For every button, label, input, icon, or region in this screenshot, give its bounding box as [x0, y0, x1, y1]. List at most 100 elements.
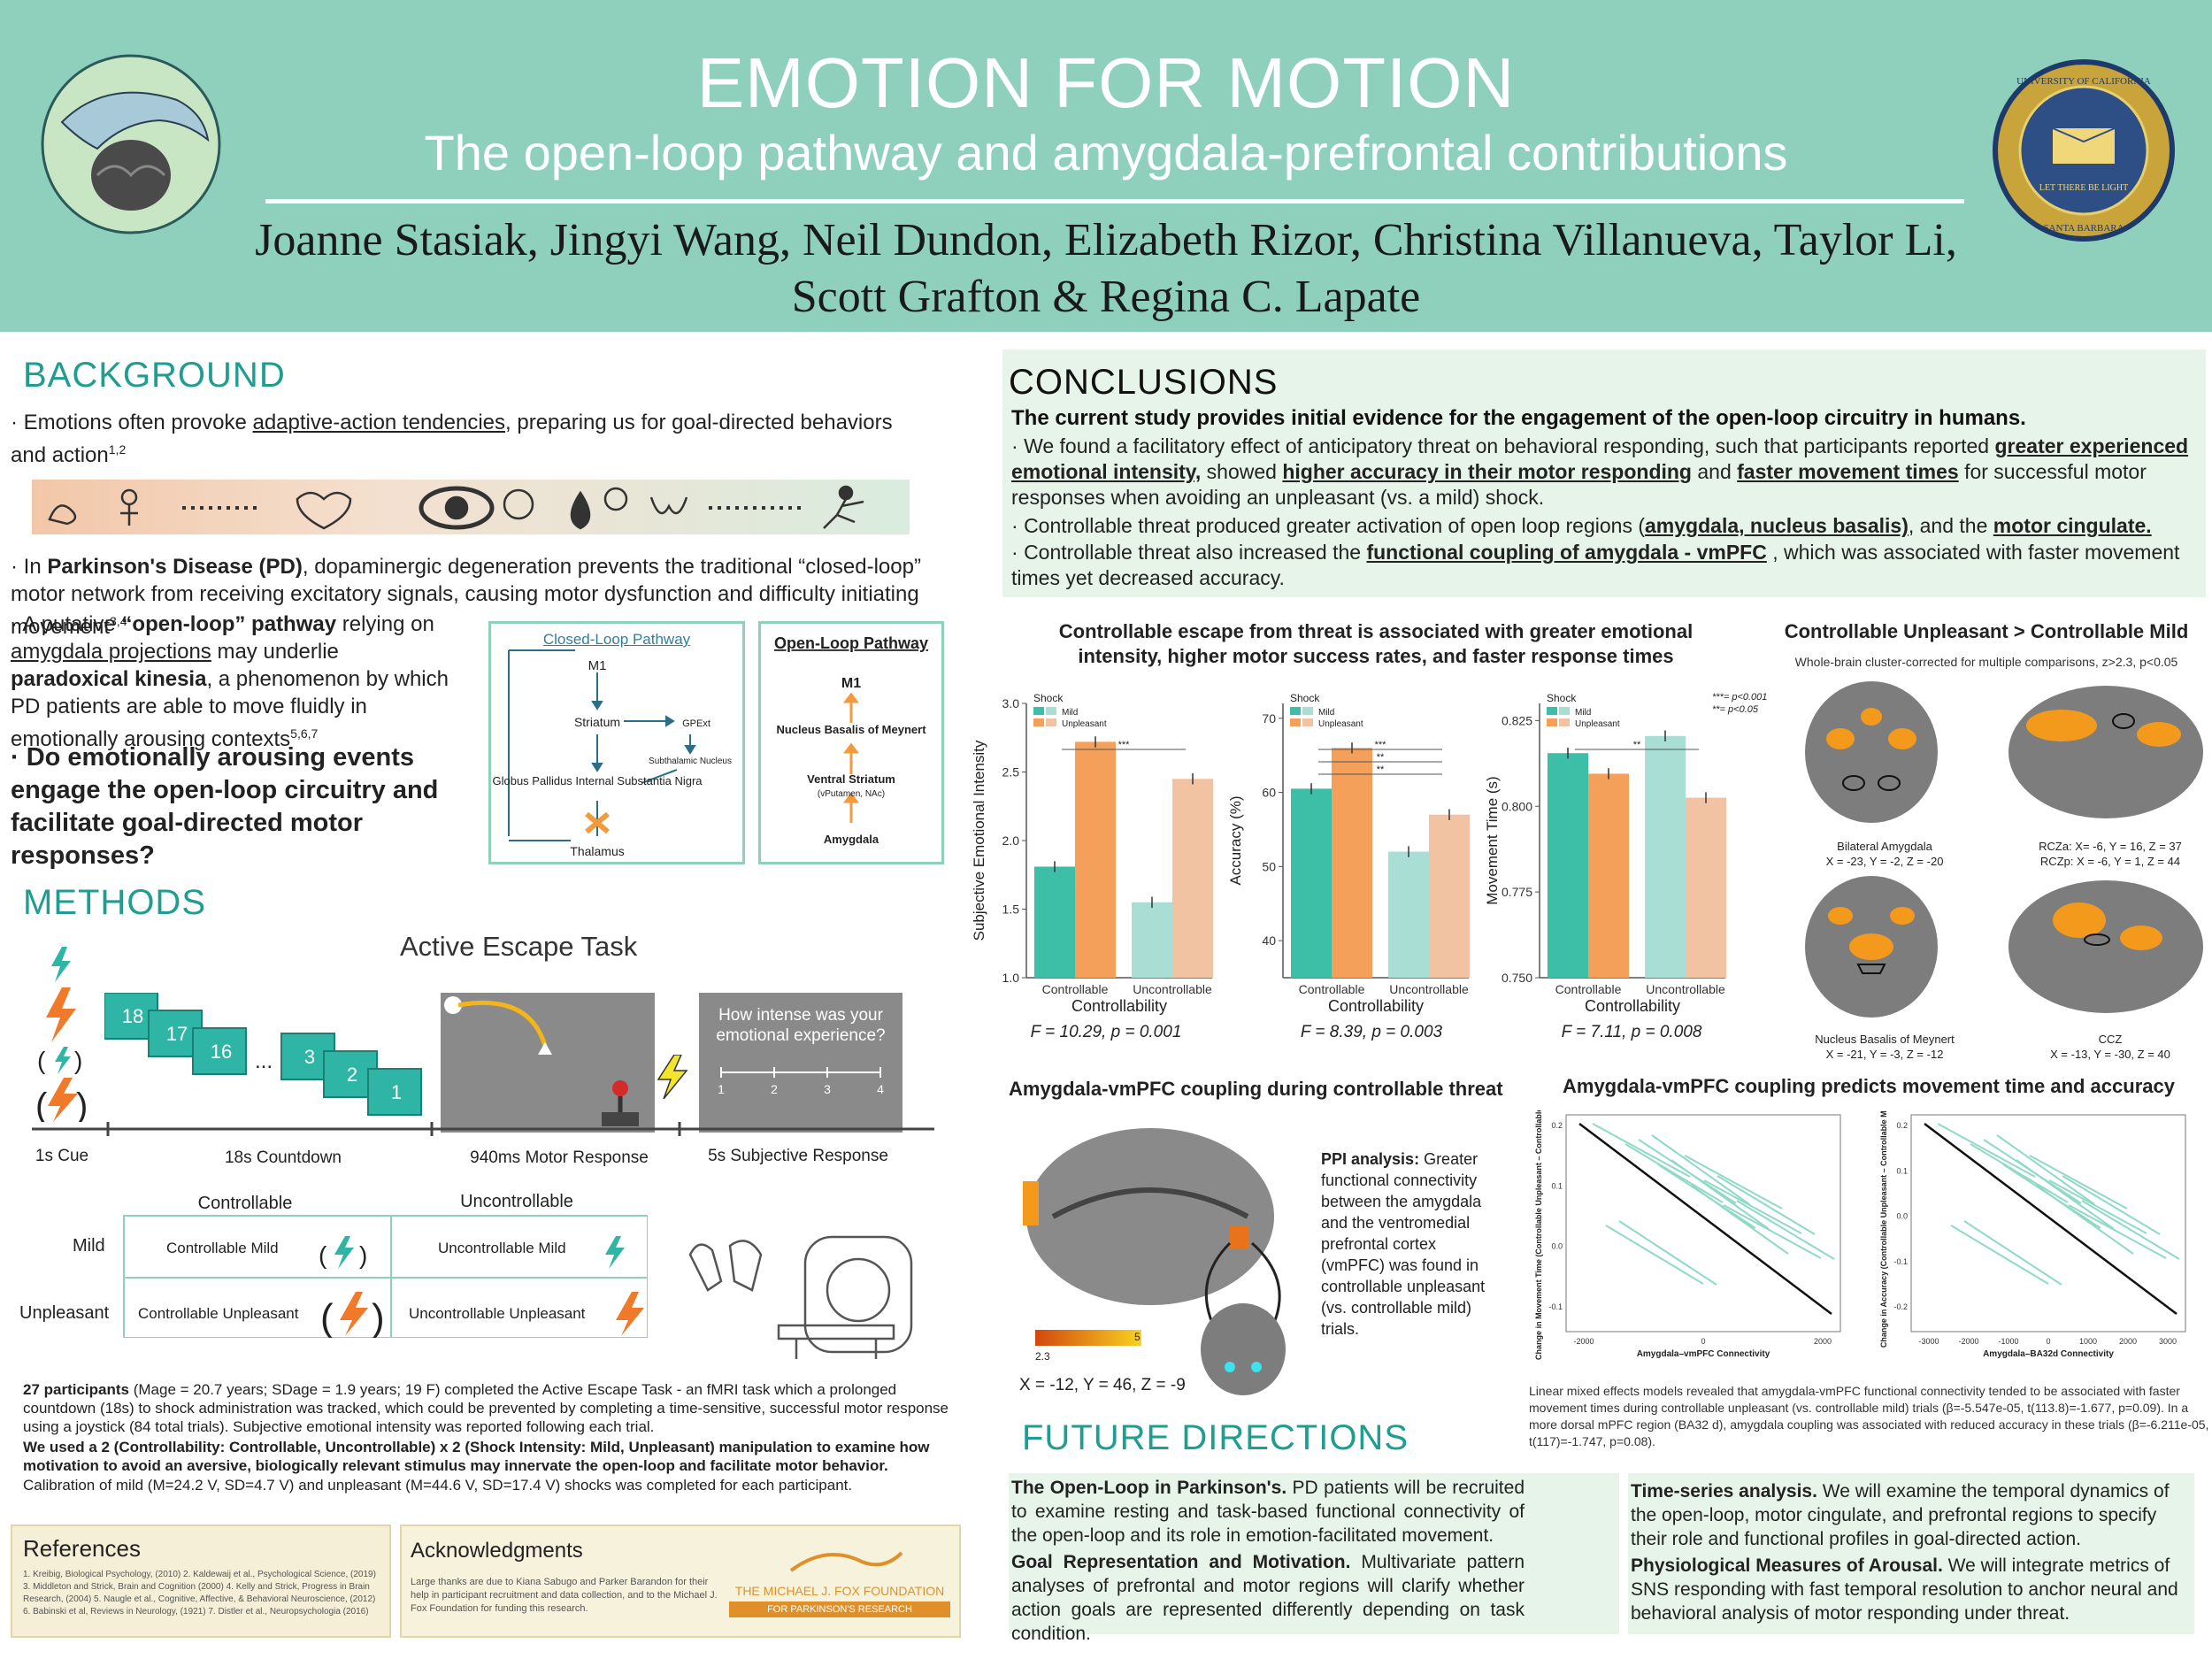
mjff-logo: THE MICHAEL J. FOX FOUNDATION FOR PARKIN…	[729, 1544, 950, 1632]
svg-text:Thalamus: Thalamus	[570, 844, 624, 858]
intensity-question: How intense was your emotional experienc…	[716, 1006, 886, 1045]
participant-slope	[1651, 1134, 1750, 1205]
conclusions-lead: The current study provides initial evide…	[1011, 406, 2026, 430]
legend-swatch-mild	[1290, 707, 1301, 715]
future-box-left	[1009, 1473, 1619, 1634]
bar-mild-controllable	[1291, 788, 1332, 978]
significance-marker: **	[1377, 764, 1385, 775]
x-axis-label: Controllability	[1585, 997, 1680, 1015]
svg-text:Mild: Mild	[73, 1236, 105, 1256]
svg-text:): )	[74, 1047, 82, 1074]
legend-swatch-mild	[1302, 707, 1313, 715]
svg-text:1: 1	[391, 1081, 402, 1103]
ppi-title: Amygdala-vmPFC coupling during controlla…	[1009, 1078, 1503, 1100]
legend-swatch-mild	[1033, 707, 1044, 715]
group-regression-line	[1924, 1123, 2177, 1315]
participant-slope	[1671, 1159, 1770, 1230]
poster-title: EMOTION FOR MOTION	[696, 43, 1516, 122]
background-bullet-2: · In Parkinson's Disease (PD), dopaminer…	[11, 555, 921, 639]
y-tick-label: 3.0	[1002, 696, 1020, 710]
header-divider	[265, 199, 1964, 204]
participant-slope	[1996, 1134, 2095, 1205]
y-tick-label: 50	[1262, 859, 1276, 873]
bar-mild-controllable	[1548, 753, 1588, 978]
x-axis-label: Controllability	[1328, 997, 1424, 1015]
svg-text:): )	[359, 1241, 367, 1269]
future-box-right	[1628, 1473, 2194, 1634]
x-tick-label: -1000	[1998, 1337, 2018, 1346]
y-tick-label: 0.1	[1896, 1166, 1908, 1175]
x-tick-label: 1000	[2079, 1337, 2097, 1346]
ppi-brain: 2.3 5	[1018, 1110, 1301, 1402]
participant-slope	[2016, 1159, 2115, 1230]
svg-text:): )	[372, 1296, 385, 1338]
background-bullet-1: · Emotions often provoke adaptive-action…	[11, 411, 893, 467]
future-2: Goal Representation and Motivation. Mult…	[1011, 1552, 1525, 1644]
y-tick-label: -0.2	[1893, 1302, 1908, 1311]
svg-text:Striatum: Striatum	[574, 715, 620, 729]
participant-slope	[2035, 1184, 2134, 1255]
design-table: Controllable Uncontrollable Mild Unpleas…	[11, 1187, 649, 1340]
svg-text:3: 3	[304, 1046, 315, 1068]
y-tick-label: 0.800	[1502, 799, 1532, 813]
svg-text:M1: M1	[841, 676, 861, 691]
bar-mild-controllable	[1034, 866, 1075, 978]
x-tick-label: 2000	[1814, 1337, 1832, 1346]
svg-text:GPExt: GPExt	[682, 718, 710, 729]
svg-text:): )	[76, 1087, 88, 1122]
y-tick-label: 0.825	[1502, 713, 1532, 727]
svg-text:2: 2	[347, 1064, 357, 1086]
chart-stat-3: F = 7.11, p = 0.008	[1561, 1023, 1702, 1041]
participant-slope	[1605, 1225, 1704, 1285]
legend-swatch-mild	[1559, 707, 1570, 715]
methods-design: We used a 2 (Controllability: Controllab…	[23, 1439, 930, 1474]
methods-heading: METHODS	[23, 883, 206, 922]
acknowledgments-heading: Acknowledgments	[411, 1539, 583, 1563]
conclusions-box	[1002, 349, 2206, 597]
significance-note-1: ***= p<0.001	[1712, 692, 1767, 703]
svg-text:Uncontrollable: Uncontrollable	[460, 1192, 573, 1211]
acknowledgments-box: Acknowledgments Large thanks are due to …	[400, 1525, 961, 1638]
participant-slope	[1723, 1204, 1822, 1259]
svg-text:5s Subjective Response: 5s Subjective Response	[708, 1147, 888, 1165]
svg-text:2: 2	[771, 1082, 778, 1096]
brain-results-title: Controllable Unpleasant > Controllable M…	[1784, 620, 2189, 642]
future-heading: FUTURE DIRECTIONS	[1022, 1418, 1409, 1457]
participant-slope	[1937, 1123, 2036, 1178]
svg-text:Controllable Mild: Controllable Mild	[166, 1240, 279, 1256]
bar-mild-uncontrollable	[1645, 735, 1686, 978]
x-tick-label: 3000	[2159, 1337, 2177, 1346]
svg-text:(: (	[320, 1296, 334, 1338]
svg-text:Controllable Unpleasant: Controllable Unpleasant	[138, 1305, 299, 1322]
background-bullet-3: · A putative “open-loop” pathway relying…	[11, 612, 449, 751]
legend-swatch-unpleasant	[1302, 718, 1313, 726]
bar-unpleasant-uncontrollable	[1686, 797, 1726, 978]
participant-slope	[2029, 1155, 2128, 1210]
y-tick-label: 60	[1262, 786, 1276, 800]
legend-unpleasant: Unpleasant	[1575, 719, 1620, 729]
y-tick-label: 40	[1262, 933, 1276, 948]
coupling-description: Linear mixed effects models revealed tha…	[1529, 1384, 2209, 1448]
x-tick-label: 0	[2046, 1337, 2050, 1346]
y-tick-label: 0.2	[1896, 1121, 1908, 1130]
participant-slope	[2068, 1204, 2167, 1259]
references-text: 1. Kreibig, Biological Psychology, (2010…	[23, 1570, 376, 1617]
bar-unpleasant-controllable	[1332, 748, 1372, 978]
svg-text:4: 4	[877, 1082, 884, 1096]
participant-slope	[1684, 1155, 1783, 1210]
legend-mild: Mild	[1318, 708, 1334, 718]
subjective-response-screen: How intense was your emotional experienc…	[699, 993, 902, 1133]
y-axis-label: Accuracy (%)	[1227, 795, 1244, 885]
ppi-coordinates: X = -12, Y = 46, Z = -9	[1019, 1376, 1186, 1394]
significance-note-2: **= p<0.05	[1712, 704, 1759, 715]
future-1: The Open-Loop in Parkinson's. PD patient…	[1011, 1478, 1525, 1546]
legend-title: Shock	[1290, 692, 1320, 704]
y-tick-label: 0.775	[1502, 885, 1532, 899]
methods-participants: 27 participants (Mage = 20.7 years; SDag…	[23, 1381, 949, 1435]
x-tick-label: Uncontrollable	[1133, 982, 1212, 996]
significance-marker: **	[1633, 740, 1641, 750]
x-tick-label: Uncontrollable	[1389, 982, 1469, 996]
